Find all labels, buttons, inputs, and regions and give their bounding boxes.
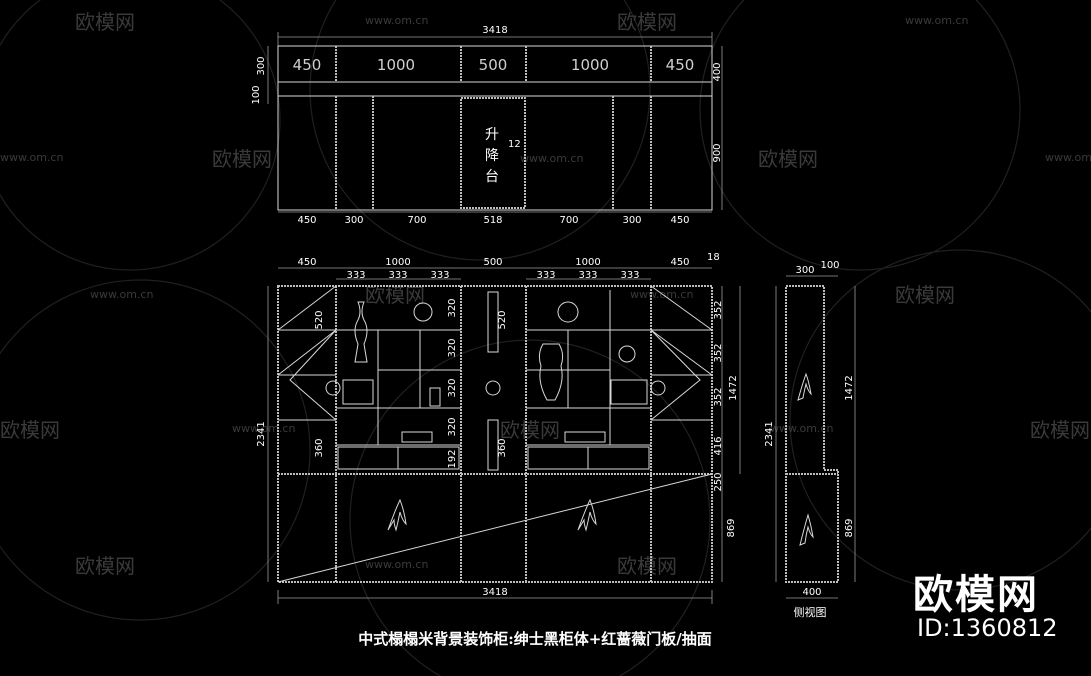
side-top-width-2: 100	[820, 260, 839, 271]
top-width-5: 450	[666, 56, 695, 74]
watermark-url-6: www.om.cn	[90, 288, 153, 301]
top-width-3: 500	[479, 56, 508, 74]
top-right-height-1: 400	[712, 62, 723, 81]
watermark-url-10: www.om.cn	[365, 558, 428, 571]
front-bottom-width: 3418	[482, 587, 507, 598]
watermark-brand-2: 欧模网	[617, 10, 677, 34]
front-right-height-5: 250	[713, 472, 724, 491]
shelf-height-4: 320	[447, 417, 458, 436]
drawing-caption: 中式榻榻米背景装饰柜:绅士黑柜体+红蔷薇门板/抽面	[358, 630, 712, 648]
front-view: 450 1000 500 1000 450 18 333 333 333 333…	[256, 252, 741, 604]
lift-note: 12	[508, 139, 521, 150]
side-small-4: 360	[497, 438, 508, 457]
lift-label-2: 降	[485, 148, 499, 164]
watermark-url-4: www.om.cn	[520, 152, 583, 165]
watermark-url-5: www.om.cn	[1045, 151, 1091, 164]
lift-label-3: 台	[485, 169, 499, 185]
brand-id: ID:1360812	[917, 614, 1058, 642]
front-right-height-6: 869	[726, 518, 737, 537]
watermark-brand-8: 欧模网	[500, 418, 560, 442]
top-bottom-width-4: 518	[483, 215, 502, 226]
front-right-height-3: 352	[713, 387, 724, 406]
watermark-brand-4: 欧模网	[758, 147, 818, 171]
watermark-brand-1: 欧模网	[75, 10, 135, 34]
side-small-2: 520	[497, 310, 508, 329]
top-bottom-width-3: 700	[407, 215, 426, 226]
shelf-height-1: 320	[447, 298, 458, 317]
shelf-height-5: 192	[447, 449, 458, 468]
brand-logo: 欧模网	[913, 572, 1039, 618]
shelf-height-2: 320	[447, 338, 458, 357]
top-view: 3418 450 1000 500 1000 450 300 100 400 9…	[251, 25, 723, 226]
side-view-label: 侧视图	[794, 605, 827, 619]
front-top-width-3: 500	[483, 257, 502, 268]
left-sub-width-2: 333	[388, 270, 407, 281]
top-right-height-2: 900	[712, 143, 723, 162]
right-sub-width-3: 333	[620, 270, 639, 281]
front-top-width-2: 1000	[385, 257, 410, 268]
watermark-url-2: www.om.cn	[905, 14, 968, 27]
side-right-height-1: 1472	[844, 375, 855, 400]
watermark-url-1: www.om.cn	[365, 14, 428, 27]
right-sub-width-2: 333	[578, 270, 597, 281]
side-top-width-1: 300	[795, 265, 814, 276]
top-bottom-width-7: 450	[670, 215, 689, 226]
front-right-height-4: 416	[713, 436, 724, 455]
watermark-url-7: www.om.cn	[630, 288, 693, 301]
side-right-height-2: 869	[844, 518, 855, 537]
front-right-height-1: 352	[713, 300, 724, 319]
watermark-brand-7: 欧模网	[0, 418, 60, 442]
watermark-brand-9: 欧模网	[1030, 418, 1090, 442]
left-sub-width-3: 333	[430, 270, 449, 281]
top-bottom-width-1: 450	[297, 215, 316, 226]
front-left-height: 2341	[256, 421, 267, 446]
front-right-height-2: 352	[713, 343, 724, 362]
left-sub-width-1: 333	[346, 270, 365, 281]
watermark-url-8: www.om.cn	[232, 422, 295, 435]
top-width-2: 1000	[377, 56, 415, 74]
top-left-height-1: 300	[256, 56, 267, 75]
side-bottom-width: 400	[802, 587, 821, 598]
watermark-brand-10: 欧模网	[75, 554, 135, 578]
side-left-height: 2341	[764, 421, 775, 446]
top-overall-width: 3418	[482, 25, 507, 36]
top-width-1: 450	[293, 56, 322, 74]
front-top-width-4: 1000	[575, 257, 600, 268]
watermark-brand-3: 欧模网	[212, 147, 272, 171]
side-view: 300 100 2341 1472 869 400 侧视图	[764, 260, 856, 619]
top-bottom-width-2: 300	[344, 215, 363, 226]
front-right-middle-total: 1472	[728, 375, 739, 400]
watermark-brand-11: 欧模网	[617, 554, 677, 578]
shelf-height-3: 320	[447, 378, 458, 397]
right-sub-width-1: 333	[536, 270, 555, 281]
top-bottom-width-5: 700	[559, 215, 578, 226]
top-bottom-width-6: 300	[622, 215, 641, 226]
front-top-width-5: 450	[670, 257, 689, 268]
front-top-width-1: 450	[297, 257, 316, 268]
watermark-url-3: www.om.cn	[0, 151, 63, 164]
side-small-3: 360	[314, 438, 325, 457]
watermark-brand-6: 欧模网	[895, 283, 955, 307]
lift-label-1: 升	[485, 127, 499, 143]
top-left-height-2: 100	[251, 85, 262, 104]
top-width-4: 1000	[571, 56, 609, 74]
side-small-1: 520	[314, 310, 325, 329]
front-top-note: 18	[707, 252, 720, 263]
